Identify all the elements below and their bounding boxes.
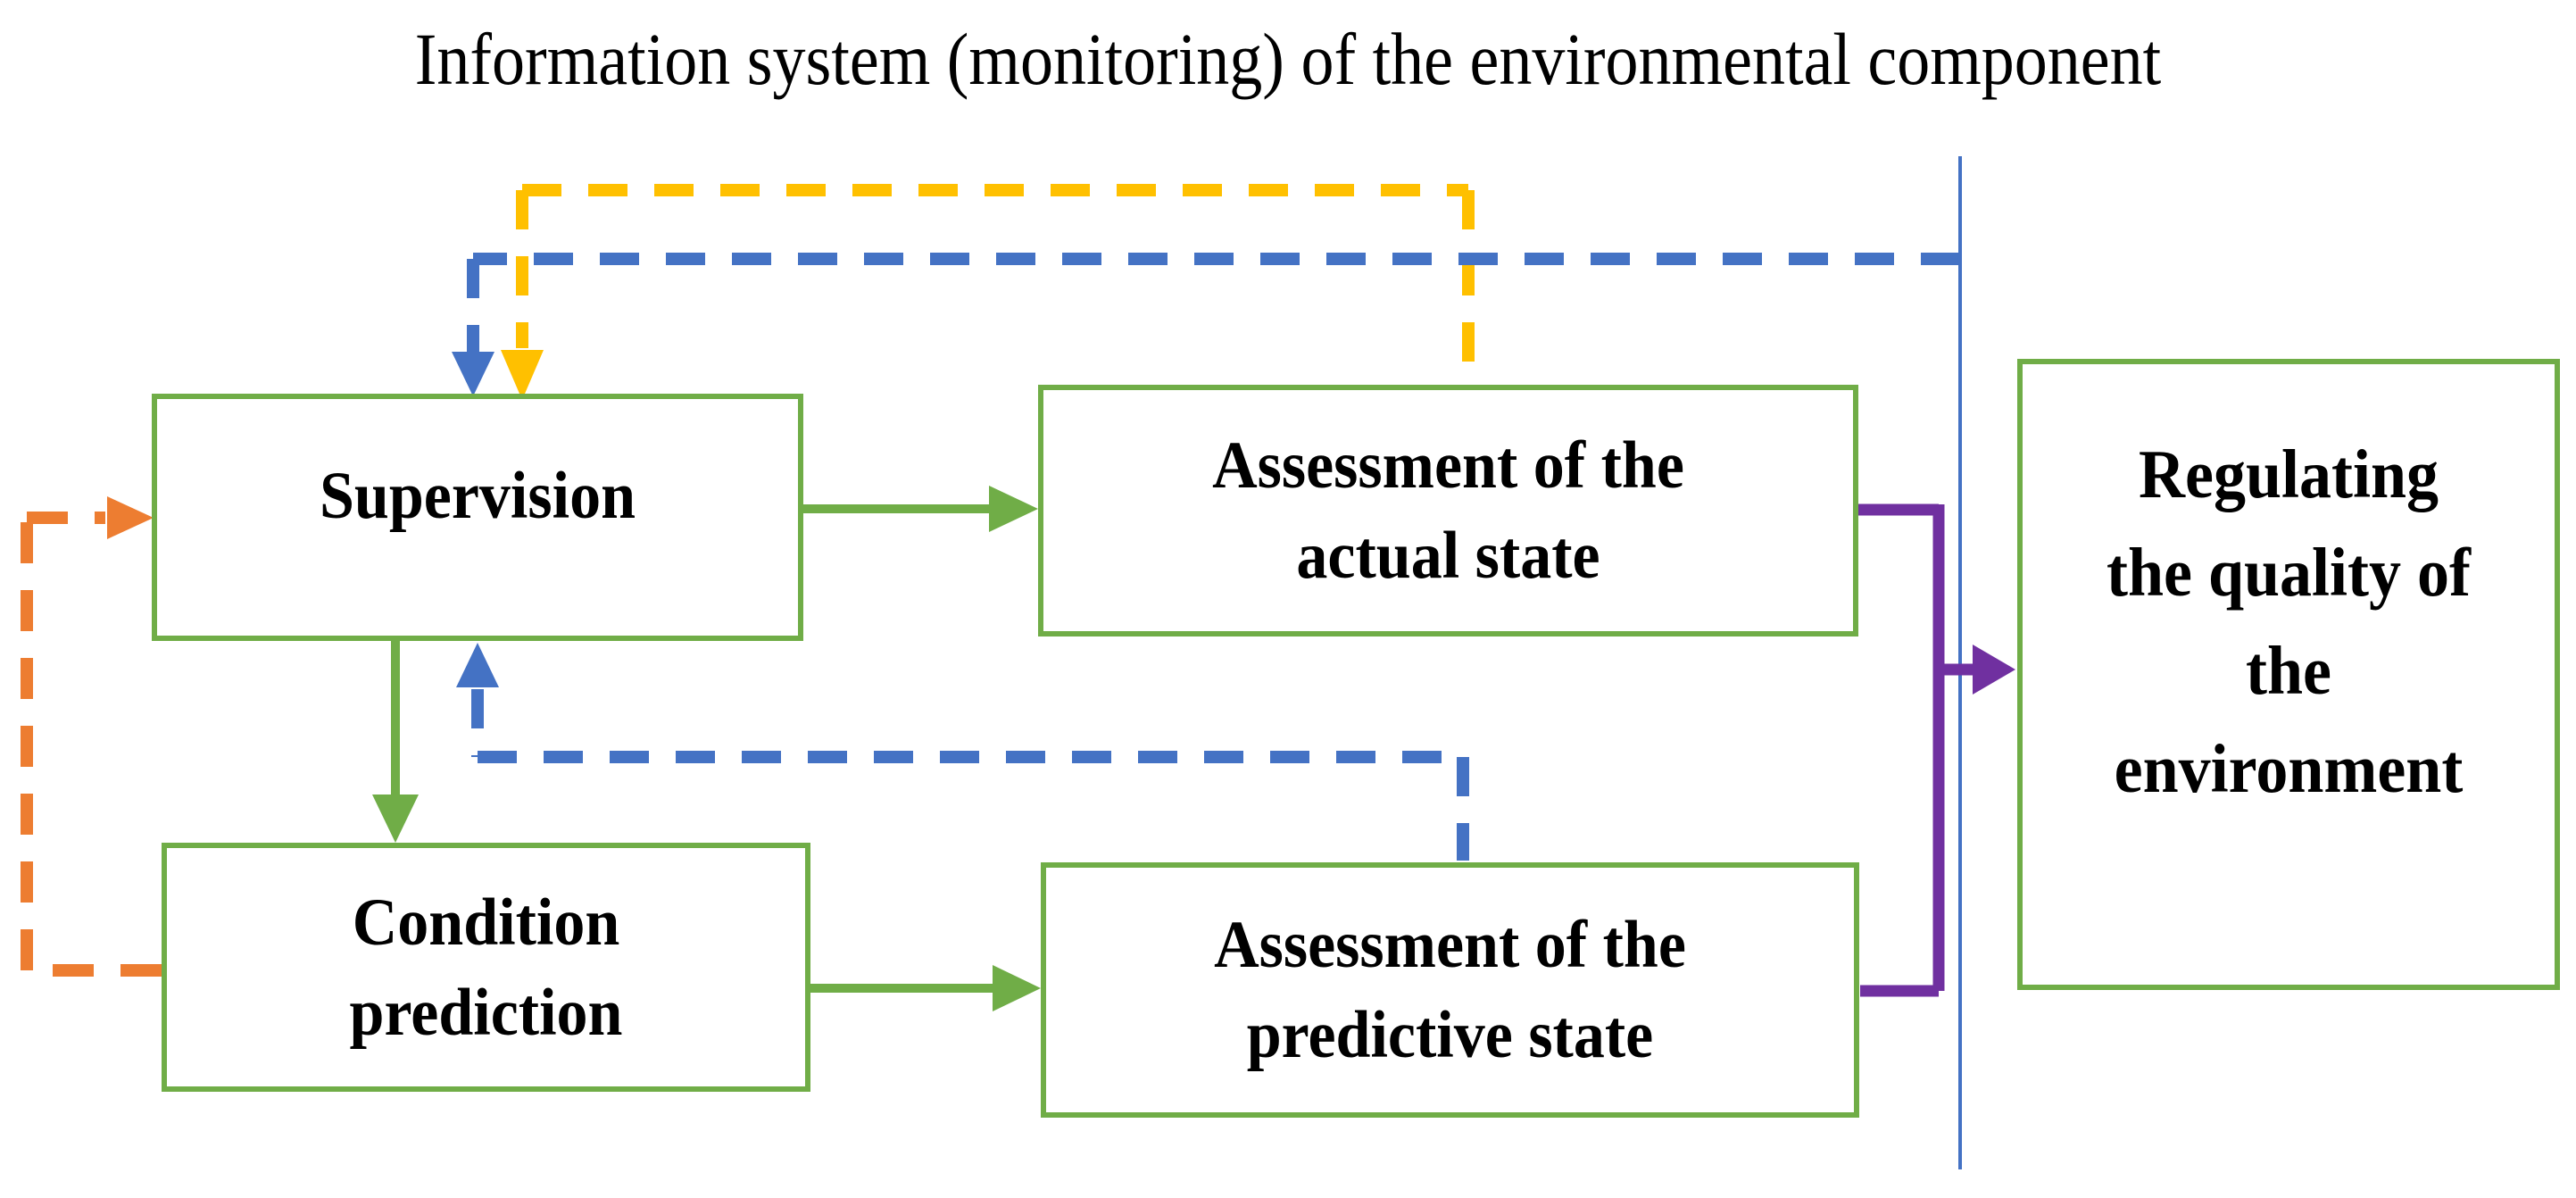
connector-green-supervision-to-condition xyxy=(372,641,419,843)
orange-dashed-line xyxy=(21,512,162,977)
blue-arrowhead-down-icon xyxy=(452,352,494,396)
box-label-line: the xyxy=(2246,631,2331,710)
box-label-line: predictive state xyxy=(1246,997,1654,1073)
box-label: Supervision xyxy=(320,458,636,534)
blue-dashed-middle-line xyxy=(471,689,1469,861)
green-arrowhead-down-icon xyxy=(372,795,419,843)
feedback-blue-separator-to-supervision xyxy=(452,253,1960,396)
purple-connector-line xyxy=(1858,503,1976,997)
box-assessment-predictive-state: Assessment of the predictive state xyxy=(1041,862,1859,1118)
yellow-dashed-line xyxy=(516,184,1475,383)
purple-arrowhead-right-icon xyxy=(1973,645,2015,695)
orange-arrowhead-right-icon xyxy=(107,496,154,539)
box-assessment-actual-state: Assessment of the actual state xyxy=(1038,385,1858,636)
box-supervision: Supervision xyxy=(152,394,803,641)
connector-purple-assessments-to-regulating xyxy=(1858,503,2015,997)
box-regulating-quality: Regulating the quality of the environmen… xyxy=(2017,359,2560,990)
box-label-line: Regulating xyxy=(2138,435,2439,513)
feedback-yellow-actual-to-supervision xyxy=(501,184,1475,400)
box-label-line: prediction xyxy=(349,975,623,1050)
feedback-orange-condition-to-supervision xyxy=(21,496,162,977)
box-label-line: the quality of xyxy=(2106,533,2472,611)
blue-dashed-top-line xyxy=(467,253,1960,352)
connector-green-supervision-to-actual xyxy=(803,486,1038,532)
blue-arrowhead-up-icon xyxy=(456,643,499,687)
box-label-line: environment xyxy=(2114,729,2464,808)
green-arrowhead-right-icon xyxy=(989,486,1038,532)
box-label-line: Assessment of the xyxy=(1212,428,1684,503)
box-label-line: actual state xyxy=(1296,518,1600,594)
connector-green-condition-to-predictive xyxy=(810,965,1041,1011)
box-label-line: Assessment of the xyxy=(1214,907,1686,983)
box-label-line: Condition xyxy=(352,885,620,960)
diagram-title: Information system (monitoring) of the e… xyxy=(414,19,2162,101)
green-arrowhead-right-icon xyxy=(993,965,1041,1011)
box-condition-prediction: Condition prediction xyxy=(162,843,810,1092)
yellow-arrowhead-down-icon xyxy=(501,350,544,400)
feedback-blue-predictive-to-supervision xyxy=(456,643,1469,861)
